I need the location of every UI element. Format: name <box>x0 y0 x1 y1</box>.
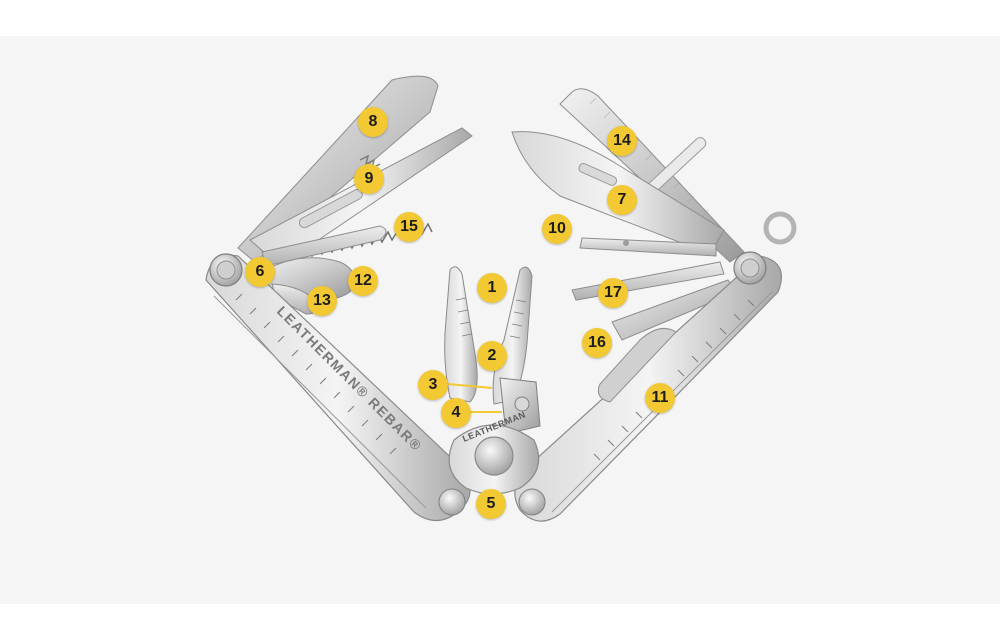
screwdriver-10 <box>579 237 717 257</box>
callout-8: 8 <box>358 107 388 137</box>
callout-4: 4 <box>441 398 471 428</box>
callout-7: 7 <box>607 185 637 215</box>
callout-5: 5 <box>476 489 506 519</box>
leader-line-3 <box>447 383 493 389</box>
callout-17: 17 <box>598 278 628 308</box>
callout-2: 2 <box>477 341 507 371</box>
callout-16: 16 <box>582 328 612 358</box>
callout-3: 3 <box>418 370 448 400</box>
serrated-blade <box>237 75 439 263</box>
callout-12: 12 <box>348 266 378 296</box>
callout-11: 11 <box>645 383 675 413</box>
plier-jaw-left <box>444 266 478 403</box>
callout-14: 14 <box>607 126 637 156</box>
lanyard-ring <box>763 211 797 245</box>
callout-15: 15 <box>394 212 424 242</box>
callout-9: 9 <box>354 164 384 194</box>
callout-13: 13 <box>307 286 337 316</box>
callout-1: 1 <box>477 273 507 303</box>
bottom-pivot-right <box>518 488 546 516</box>
plier-pivot <box>474 436 514 476</box>
callout-10: 10 <box>542 214 572 244</box>
screwdriver-15 <box>261 225 387 267</box>
callout-6: 6 <box>245 257 275 287</box>
bottom-pivot-left <box>438 488 466 516</box>
